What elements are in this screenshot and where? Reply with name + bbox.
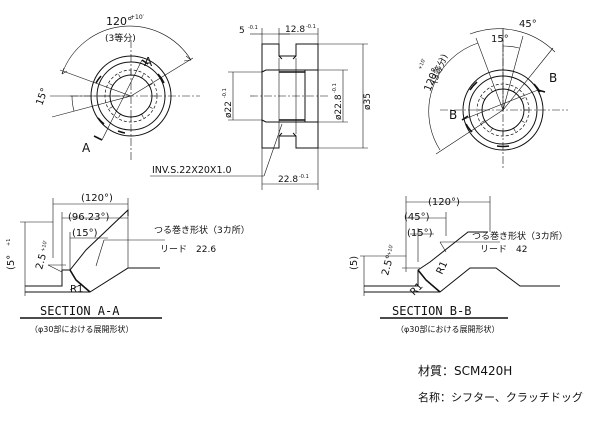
dim-5-tol: -0.1 [248,25,258,31]
dim-phi22-8-label: ø22.8 [334,94,344,120]
inv-spline-spec: INV.S.22X20X1.0 [152,165,232,176]
bb-r1-a: R1 [435,260,451,277]
dim-phi35-label: ø35 [363,93,373,110]
bb-note-helix: つる巻き形状（3カ所） [472,230,568,242]
dim-12-8-label: 12.8 [285,25,305,35]
angle-120-label: 120° [106,15,133,28]
section-bb-title: SECTION B-B [392,304,471,318]
aa-r1: R1 [70,284,83,295]
aa-dim-96-23: (96.23°) [68,212,110,223]
aa-dim-5: (5° [6,255,17,270]
title-block: 材質：SCM420H 名称：シフター、クラッチドッグ [418,363,583,404]
section-b-marker-right: B [549,71,557,85]
angle-15-label: 15° [34,87,50,107]
section-a-marker-top: A [144,55,153,69]
angle-15-label-right: 15° [491,34,509,45]
dim-phi22-tol: -0.1 [222,88,228,98]
three-division-label: (3等分) [105,32,136,44]
bb-dim-2-5: 2.5° [380,254,396,277]
aa-note-helix: つる巻き形状（3カ所） [154,224,250,236]
aa-dim-2-5-tol: +10′ [40,239,49,253]
section-b-b: (120°) (45°) (15°) (5) 2.5° +10′ R1 R1 つ… [349,196,568,334]
angle-120-tolerance: +10′ [130,14,145,21]
dim-22-8-tol: -0.1 [299,174,309,180]
section-aa-subtitle: （φ30部における展開形状） [30,324,133,334]
bb-dim-2-5-tol: +10′ [386,243,395,257]
rear-view-right: 120° +10′ (3等分) 45° 15° B B [417,19,568,170]
bb-note-lead: リード 42 [480,245,527,255]
angle-45-label: 45° [519,19,537,30]
aa-dim-5-tol: +1 [6,239,12,246]
aa-note-lead: リード 22.6 [160,245,216,255]
material-label: 材質：SCM420H [418,363,512,378]
side-view: 5 -0.1 12.8 -0.1 ø22 -0.1 ø22.8 -0.1 ø35… [150,24,373,190]
dim-phi22-label: ø22 [224,101,234,118]
dim-22-8-label: 22.8 [278,175,298,185]
bb-dim-15: (15°) [407,228,433,239]
aa-dim-120: (120°) [81,193,113,204]
bb-dim-120: (120°) [428,197,460,208]
section-aa-title: SECTION A-A [40,304,120,318]
dim-phi22-8-tol: -0.1 [332,83,338,93]
section-a-a: (120°) (96.23°) (15°) (5° +1 2.5 +10′ R1… [6,193,250,334]
section-a-marker-bottom: A [82,141,91,155]
angle-120-tol-right: +10′ [417,57,427,71]
dim-5-label: 5 [239,26,245,36]
section-b-marker-left: B [449,108,457,122]
bb-dim-5: (5) [349,256,360,270]
aa-dim-15: (15°) [72,228,98,239]
bb-dim-45: (45°) [404,212,430,223]
aa-dim-2-5: 2.5 [34,253,49,271]
dim-12-8-tol: -0.1 [306,24,316,30]
part-name-label: 名称：シフター、クラッチドッグ [418,390,583,404]
front-view-left: 120° +10′ (3等分) A A 15° [34,14,200,160]
bb-r1-b: R1 [408,281,425,298]
section-bb-subtitle: （φ30部における展開形状） [396,324,499,334]
